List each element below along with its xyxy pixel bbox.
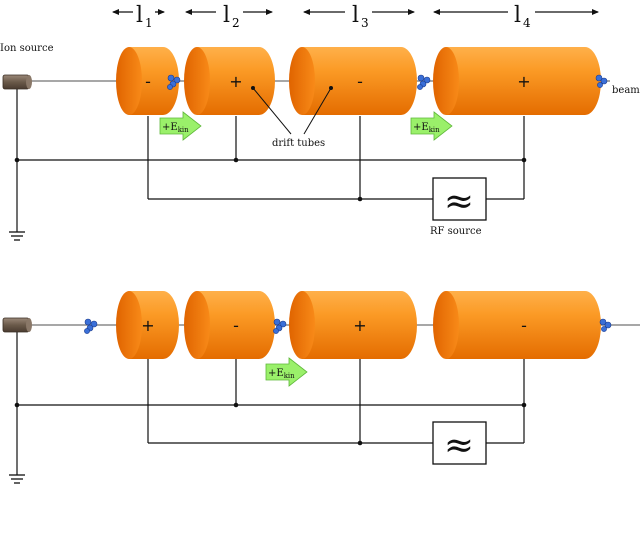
length-l1: l 1 [112,3,165,30]
tube-sign: + [353,316,366,335]
drift-tube-bottom-3: + [289,291,417,359]
length-l2-letter: l [223,3,230,28]
top-wiring [14,82,527,232]
ion-source-bottom [2,317,32,333]
drift-tube-bottom-1: + [116,291,179,359]
energy-gain-sub: kin [284,372,295,380]
beam-label: beam [612,85,640,96]
length-l1-sub: 1 [145,16,153,30]
top-panel: Ion source beam - + - + [0,43,640,241]
drift-tubes-annotation: drift tubes [251,86,333,149]
drift-tube-top-3: - [289,47,417,115]
ion-bunch-bottom-1 [84,318,98,334]
energy-gain-prefix: +E [413,122,429,133]
rf-source-label: RF source [430,226,482,237]
energy-gain-arrow-top-1: +Ekin [159,111,202,141]
length-l4-letter: l [514,3,521,28]
drift-tube-top-4: + [433,47,601,115]
tube-sign: - [145,72,151,91]
tube-sign: - [233,316,239,335]
tube-sign: + [517,72,530,91]
ion-bunch-top-2 [417,74,431,90]
energy-gain-prefix: +E [268,368,284,379]
svg-text:+Ekin: +Ekin [162,122,189,134]
tube-sign: - [521,316,527,335]
tube-sign: + [141,316,154,335]
energy-gain-sub: kin [178,126,189,134]
ion-source-top [2,74,32,90]
svg-text:+Ekin: +Ekin [268,368,295,380]
drift-tube-bottom-2: - [184,291,275,359]
rf-symbol: ≈ [444,425,474,466]
ion-source-label: Ion source [0,43,54,54]
length-l1-letter: l [136,3,143,28]
drift-tube-bottom-4: - [433,291,601,359]
ground-symbol-bottom [9,474,25,484]
ion-bunch-bottom-3 [599,318,612,332]
bottom-panel: + - + - +Ekin [2,291,640,484]
length-l3-letter: l [352,3,359,28]
length-l2: l 2 [185,3,273,30]
rf-source-top: ≈ [432,177,487,222]
svg-text:+Ekin: +Ekin [413,122,440,134]
bottom-wiring [14,326,527,475]
energy-gain-sub: kin [429,126,440,134]
drift-tube-top-2: + [184,47,275,115]
energy-gain-prefix: +E [162,122,178,133]
drift-tube-top-1: - [116,47,179,115]
energy-gain-arrow-bottom: +Ekin [265,357,308,387]
length-l2-sub: 2 [232,16,240,30]
ion-bunch-top-1 [167,74,181,90]
drift-tubes-label: drift tubes [272,138,325,149]
length-l3-sub: 3 [361,16,369,30]
ion-bunch-top-3 [595,74,608,88]
ground-symbol-top [9,231,25,241]
tube-sign: + [229,72,242,91]
rf-symbol: ≈ [444,181,474,222]
rf-source-bottom: ≈ [432,421,487,466]
ion-bunch-bottom-2 [273,318,287,334]
energy-gain-arrow-top-2: +Ekin [410,111,453,141]
tube-sign: - [357,72,363,91]
length-l3: l 3 [303,3,415,30]
length-l4: l 4 [433,3,599,30]
length-l4-sub: 4 [523,16,531,30]
length-markers: l 1 l 2 l 3 l 4 [112,3,599,30]
